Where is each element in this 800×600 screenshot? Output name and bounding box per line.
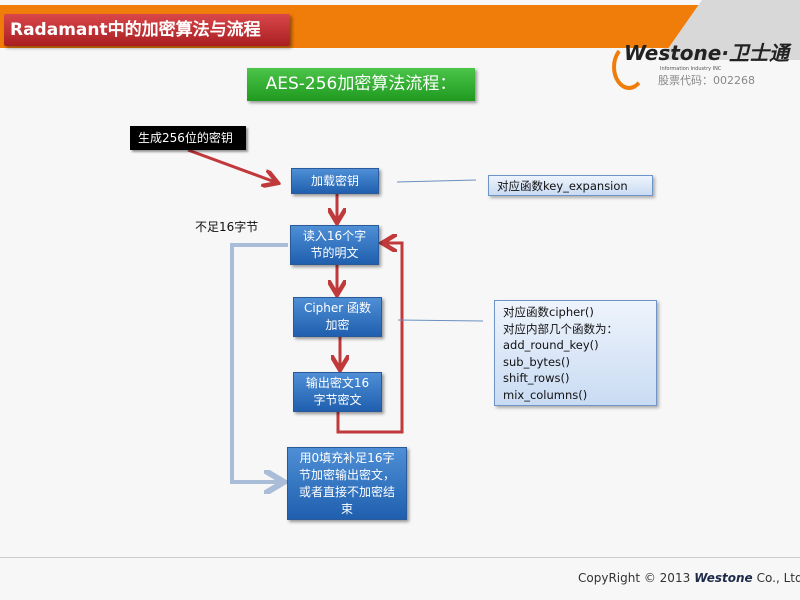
read-plaintext-box: 读入16个字节的明文 <box>290 225 379 265</box>
footer-divider <box>0 557 800 558</box>
slide-title: Radamant中的加密算法与流程 <box>4 14 290 46</box>
arrow-loop-back <box>336 243 404 434</box>
note-line: mix_columns() <box>503 387 588 402</box>
arrow-short-to-pad <box>230 243 288 482</box>
cipher-note: 对应函数cipher() 对应内部几个函数为： add_round_key() … <box>494 300 657 406</box>
padding-box: 用0填充补足16字节加密输出密文，或者直接不加密结束 <box>287 447 407 520</box>
footer-brand: Westone <box>694 571 753 585</box>
logo-tagline: Information Industry INC <box>660 66 722 72</box>
slide-subtitle: AES-256加密算法流程： <box>247 68 475 101</box>
note-line: 对应内部几个函数为： <box>503 321 618 336</box>
note-line: 对应函数cipher() <box>503 305 594 319</box>
note-line: add_round_key() <box>503 338 599 352</box>
stock-code: 股票代码：002268 <box>658 74 755 87</box>
key-expansion-note: 对应函数key_expansion <box>488 175 653 196</box>
logo-brand: Westone·卫士通 <box>624 41 789 65</box>
output-box: 输出密文16字节密文 <box>293 372 382 412</box>
copyright-suffix: Co., Ltd. <box>756 571 800 585</box>
short-label: 不足16字节 <box>195 220 259 234</box>
load-key-box: 加载密钥 <box>291 168 379 194</box>
cipher-box: Cipher 函数加密 <box>293 297 382 337</box>
westone-logo: Westone·卫士通 Information Industry INC 股票代… <box>612 42 789 94</box>
note-line: sub_bytes() <box>503 354 570 369</box>
connector-key <box>396 179 477 183</box>
note-line: shift_rows() <box>503 371 570 385</box>
copyright-text: CopyRight © 2013 <box>578 571 691 585</box>
start-key-box: 生成256位的密钥 <box>130 126 246 150</box>
connector-cipher <box>397 319 484 322</box>
arrow-start-to-load <box>187 148 275 182</box>
logo-ring-icon <box>612 44 646 90</box>
